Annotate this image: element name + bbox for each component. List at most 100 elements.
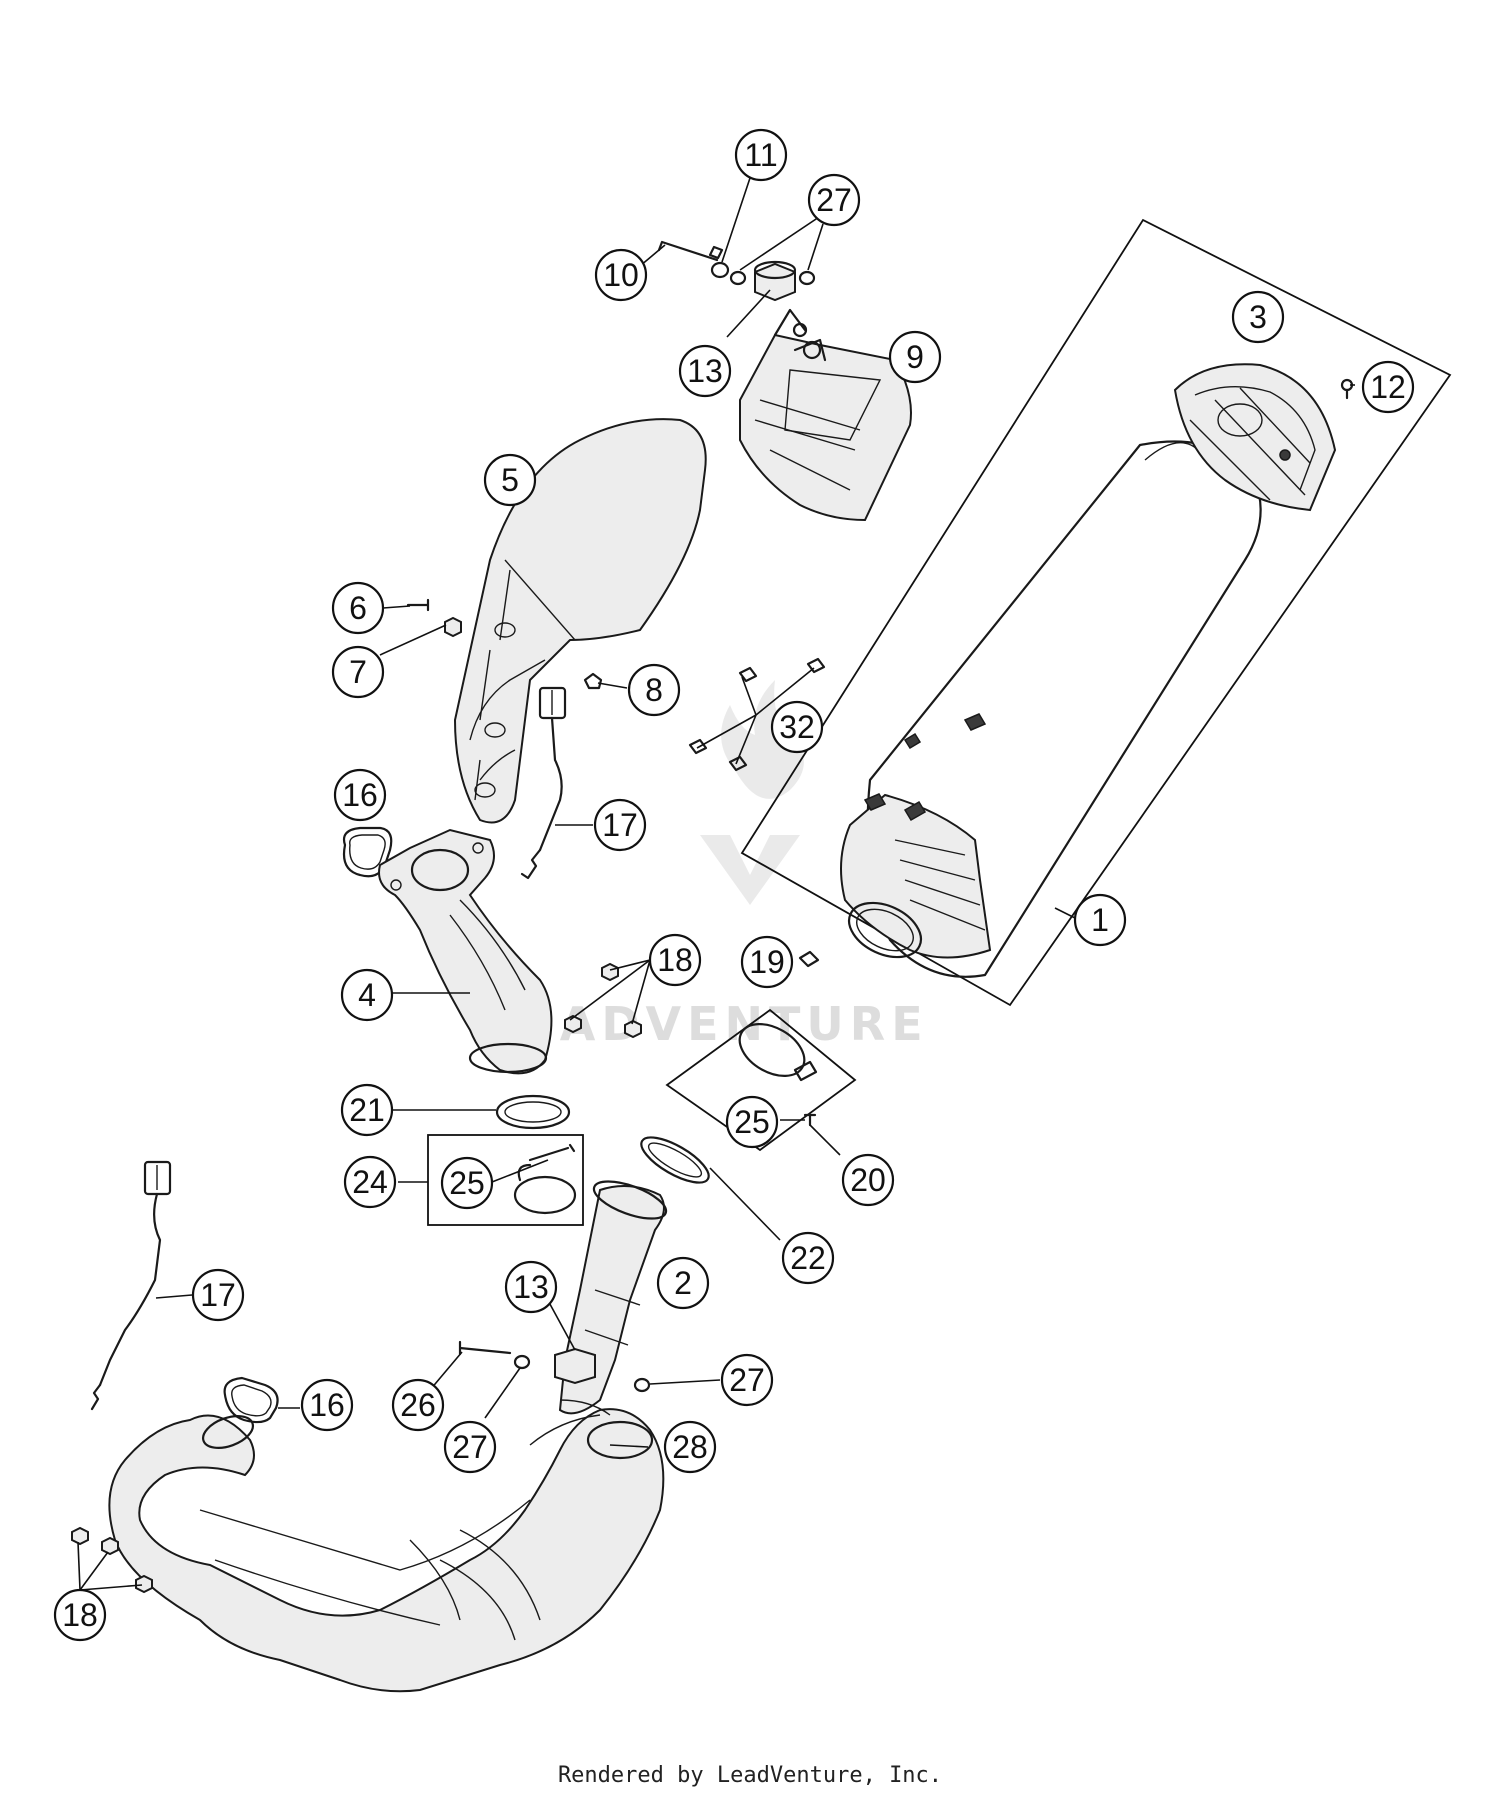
nuts-18-upper [564,962,642,1039]
clip-19 [798,950,820,968]
bushing-13 [754,262,796,302]
callout-1: 1 [1073,893,1127,947]
svg-text:20: 20 [850,1162,886,1198]
callout-20: 20 [841,1153,895,1207]
callout-13-mid: 13 [504,1260,558,1314]
svg-text:32: 32 [779,709,815,745]
callout-3: 3 [1231,290,1285,344]
svg-text:21: 21 [349,1092,385,1128]
svg-text:7: 7 [349,654,367,690]
leader-lines [77,162,1355,1591]
callout-25-clamp: 25 [440,1156,494,1210]
clips-32 [688,657,826,772]
bushing-13b [554,1347,596,1385]
washer-27b [798,270,816,286]
svg-text:18: 18 [62,1597,98,1633]
muffler-end-cone [840,793,992,959]
washer-27d [633,1377,651,1393]
screw-12 [1340,378,1354,400]
callout-16: 16 [333,768,387,822]
watermark-text: LEADVENTURE [487,997,929,1051]
callout-17-lower: 17 [191,1268,245,1322]
callout-27-mid: 27 [443,1420,497,1474]
svg-text:28: 28 [672,1429,708,1465]
callout-16-lower: 16 [300,1378,354,1432]
svg-text:27: 27 [729,1362,765,1398]
oxygen-sensor-upper [520,686,567,880]
svg-text:8: 8 [645,672,663,708]
callout-17: 17 [593,798,647,852]
callout-8: 8 [627,663,681,717]
washer-11 [710,261,730,279]
callout-18-lower: 18 [53,1588,107,1642]
nuts-18-lower [71,1526,153,1594]
callout-25: 25 [725,1095,779,1149]
svg-text:27: 27 [452,1429,488,1465]
callout-6: 6 [331,581,385,635]
svg-text:11: 11 [744,137,777,173]
callout-11: 11 [734,128,788,182]
header-collector [108,1399,665,1693]
svg-text:13: 13 [687,353,723,389]
callout-2: 2 [656,1256,710,1310]
svg-text:9: 9 [906,339,924,375]
callout-10: 10 [594,248,648,302]
callout-21: 21 [340,1083,394,1137]
svg-text:25: 25 [734,1104,770,1140]
screw-6-nut-7 [406,598,462,638]
heat-shield-bracket [739,308,912,522]
svg-text:4: 4 [358,977,376,1013]
svg-text:13: 13 [513,1269,549,1305]
svg-text:16: 16 [309,1387,345,1423]
callouts: 11 27 10 13 9 3 12 5 6 7 8 32 16 17 1 18… [53,128,1415,1642]
svg-text:3: 3 [1249,299,1267,335]
svg-text:5: 5 [501,462,519,498]
clamp-kit-24 [427,1134,584,1226]
callout-28: 28 [663,1420,717,1474]
muffler-assembly [740,218,1452,1007]
gasket-16-upper [342,826,393,878]
svg-text:10: 10 [603,257,639,293]
svg-text:22: 22 [790,1240,826,1276]
callout-27: 27 [807,173,861,227]
callout-12: 12 [1361,360,1415,414]
oxygen-sensor-lower [90,1160,172,1411]
svg-text:12: 12 [1370,369,1406,405]
callout-27-right: 27 [720,1353,774,1407]
gasket-22 [640,1136,710,1184]
svg-text:17: 17 [200,1277,236,1313]
callout-18: 18 [648,933,702,987]
svg-text:24: 24 [352,1164,388,1200]
svg-text:25: 25 [449,1165,485,1201]
svg-text:1: 1 [1091,902,1109,938]
washer-27c [513,1354,531,1370]
bolt-10 [657,240,724,262]
callout-26: 26 [391,1378,445,1432]
mid-fasteners [458,1340,651,1393]
clip-8 [583,672,603,690]
bolt-26 [458,1340,512,1356]
callout-13: 13 [678,344,732,398]
callout-4: 4 [340,968,394,1022]
callout-5: 5 [483,453,537,507]
svg-text:17: 17 [602,807,638,843]
footer-credit: Rendered by LeadVenture, Inc. [557,1763,943,1788]
header-pipe-4 [378,828,553,1075]
callout-9: 9 [888,330,942,384]
end-cap [1173,363,1337,512]
leadventure-watermark: LEADVENTURE [487,680,929,1051]
svg-text:2: 2 [674,1265,692,1301]
svg-text:27: 27 [816,182,852,218]
svg-text:19: 19 [749,944,785,980]
svg-text:16: 16 [342,777,378,813]
callout-19: 19 [740,935,794,989]
callout-32: 32 [770,700,824,754]
gasket-21 [495,1094,571,1130]
callout-7: 7 [331,645,385,699]
callout-22: 22 [781,1231,835,1285]
washer-27a [729,270,747,286]
top-fasteners [657,240,816,302]
svg-text:26: 26 [400,1387,436,1423]
callout-24: 24 [343,1155,397,1209]
